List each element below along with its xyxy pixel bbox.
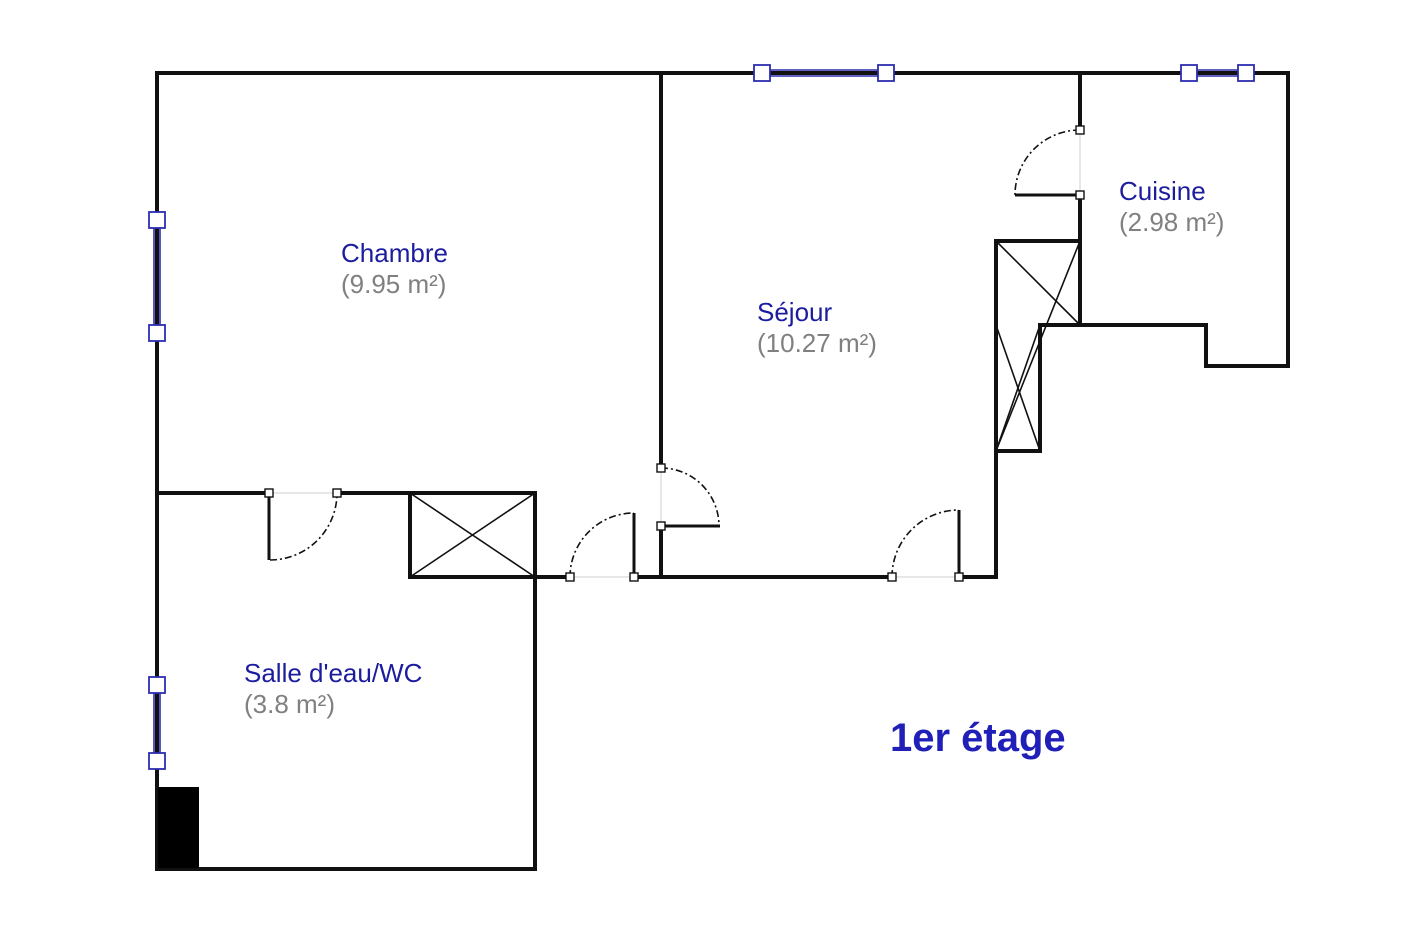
room-name: Séjour [757, 297, 832, 327]
door-kitchen [1014, 125, 1085, 200]
room-area: (10.27 m²) [757, 328, 877, 358]
room-area: (9.95 m²) [341, 269, 446, 299]
wall-bathroom-bottom [155, 491, 537, 871]
door-living-bottom [887, 509, 964, 582]
room-name: Cuisine [1119, 176, 1206, 206]
window-left-bathroom [148, 676, 166, 770]
window-top-kitchen [1180, 64, 1255, 82]
room-label-salle-eau: Salle d'eau/WC (3.8 m²) [244, 658, 422, 719]
door-entrance [565, 512, 639, 582]
shower-block [158, 787, 199, 868]
room-label-cuisine: Cuisine (2.98 m²) [1119, 176, 1224, 237]
window-left-bedroom [148, 211, 166, 342]
door-bathroom [264, 488, 342, 561]
room-area: (2.98 m²) [1119, 207, 1224, 237]
room-name: Chambre [341, 238, 448, 268]
room-label-chambre: Chambre (9.95 m²) [341, 238, 448, 299]
floor-label: 1er étage [890, 716, 1066, 760]
door-bedroom-living [656, 463, 720, 531]
duct-living [995, 240, 1081, 452]
room-label-sejour: Séjour (10.27 m²) [757, 297, 877, 358]
duct-bathroom [408, 491, 537, 579]
room-name: Salle d'eau/WC [244, 658, 422, 688]
window-top-living [753, 64, 895, 82]
room-area: (3.8 m²) [244, 689, 335, 719]
wall-kitchen-bottom [1038, 71, 1290, 368]
wall-living-bottom-c [957, 239, 1082, 579]
